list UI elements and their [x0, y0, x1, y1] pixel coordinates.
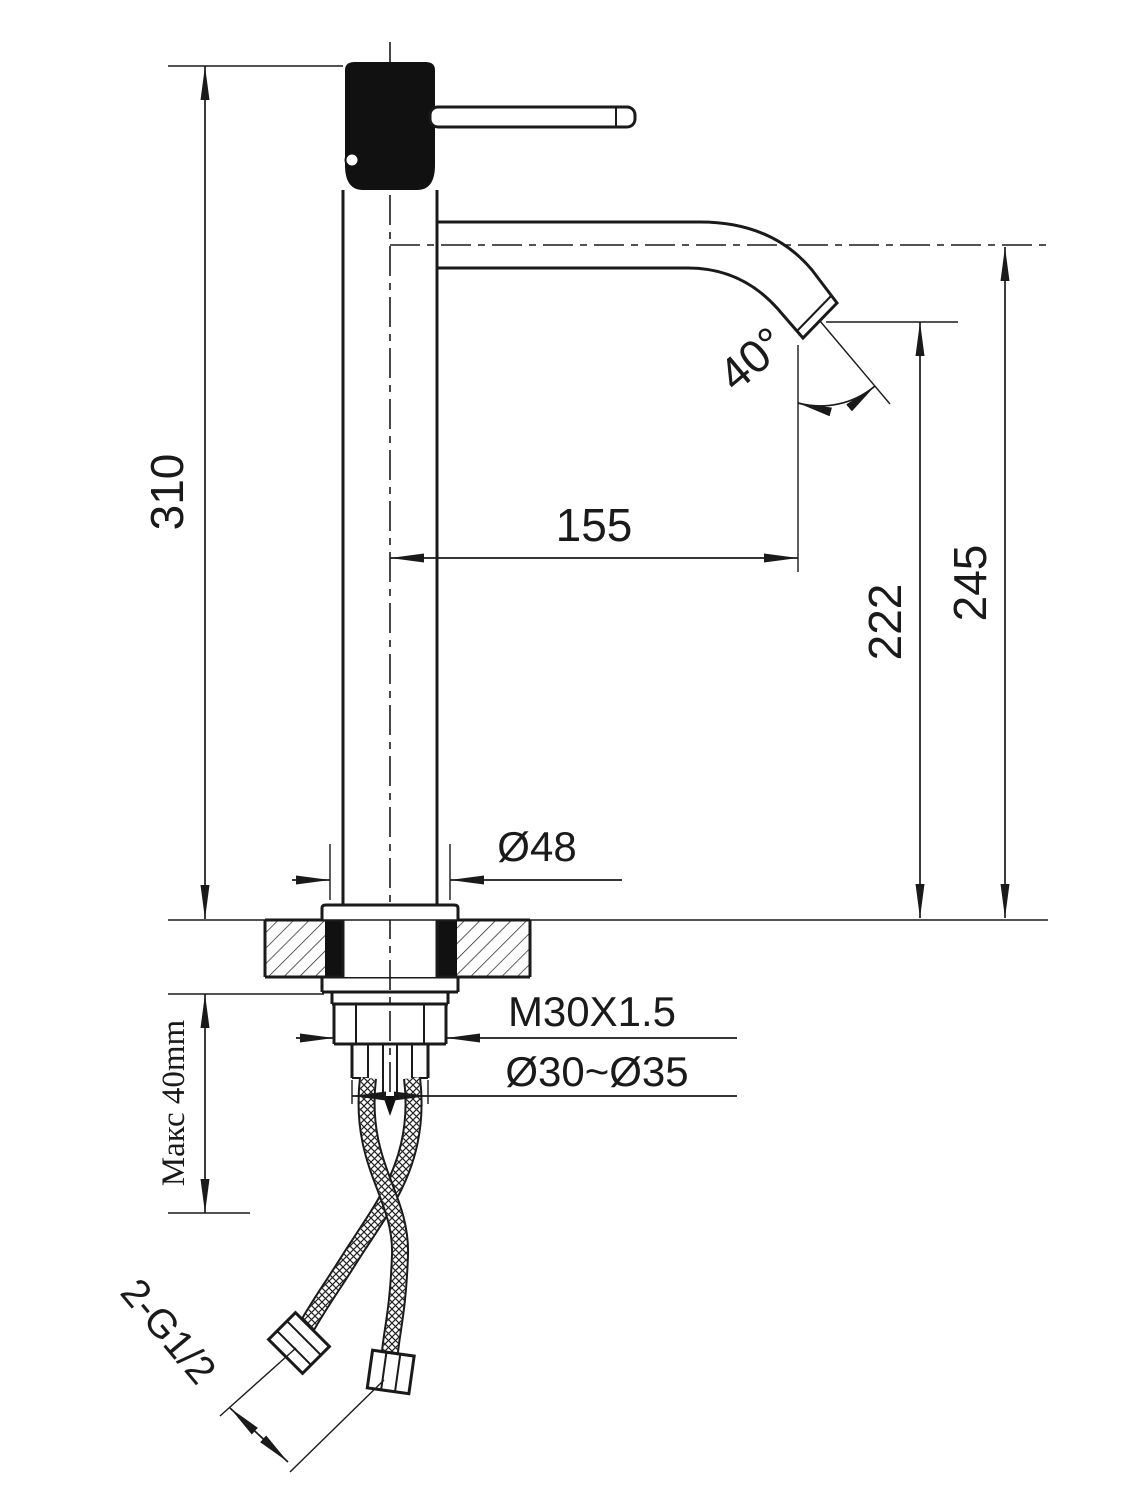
shank-detail [352, 1044, 428, 1079]
lock-nut-facets [355, 1004, 425, 1044]
dim-label-mounting-hole: Ø30~Ø35 [505, 1048, 688, 1095]
dim-label-body-diameter: Ø48 [497, 823, 576, 870]
dim-body-diameter: Ø48 [292, 823, 622, 885]
dim-label-hose-connection: 2-G1/2 [112, 1271, 224, 1393]
faucet-fills [343, 190, 837, 977]
hose-nut-right [365, 1348, 416, 1396]
dim-label-outlet-height: 222 [859, 584, 911, 661]
centerlines [389, 42, 1048, 1108]
dim-spout-angle: 40° [708, 316, 876, 417]
dim-hose-connection: 2-G1/2 [112, 1271, 289, 1463]
set-screw-icon [344, 152, 360, 168]
supply-hoses [266, 1076, 423, 1396]
threaded-shank [350, 1044, 430, 1078]
dim-total-height: 310 [141, 66, 210, 919]
dim-label-spout-reach: 155 [556, 499, 633, 551]
dim-max-deck-thickness: Макс 40mm [156, 994, 210, 1213]
faucet-outlines [320, 190, 839, 977]
body-outline [341, 190, 439, 977]
dim-label-mounting-thread: M30X1.5 [508, 988, 676, 1035]
extension-lines [168, 65, 1048, 1473]
metal-washer [330, 992, 450, 1006]
hose-right [357, 1076, 410, 1353]
spout-outline [437, 220, 839, 341]
dim-spout-height: 245 [944, 247, 1010, 918]
spout-fill [437, 222, 837, 338]
deck-hatch-right [457, 921, 530, 976]
mounting-stud [382, 1044, 398, 1096]
dimensions: 310 Макс 40mm 155 222 245 40° Ø48 [112, 66, 1010, 1463]
dim-label-spout-height: 245 [944, 545, 996, 622]
hose-left [298, 1076, 423, 1333]
aerator-line [796, 295, 832, 332]
stud-tip [383, 1096, 397, 1116]
dim-mounting-hole: Ø30~Ø35 [352, 1048, 737, 1101]
dim-label-spout-angle: 40° [708, 316, 795, 401]
dim-mounting-thread: M30X1.5 [296, 988, 737, 1043]
dim-label-total-height: 310 [141, 454, 193, 531]
dim-outlet-height: 222 [859, 322, 925, 918]
rubber-washer [320, 977, 460, 994]
cartridge-housing [345, 62, 435, 190]
deck-hatch-left [265, 921, 325, 976]
base-flange [320, 903, 460, 920]
dim-spout-reach: 155 [390, 499, 798, 563]
dim-label-max-deck: Макс 40mm [156, 1019, 192, 1186]
handle-lever [428, 105, 637, 129]
handle-assembly [344, 62, 637, 190]
